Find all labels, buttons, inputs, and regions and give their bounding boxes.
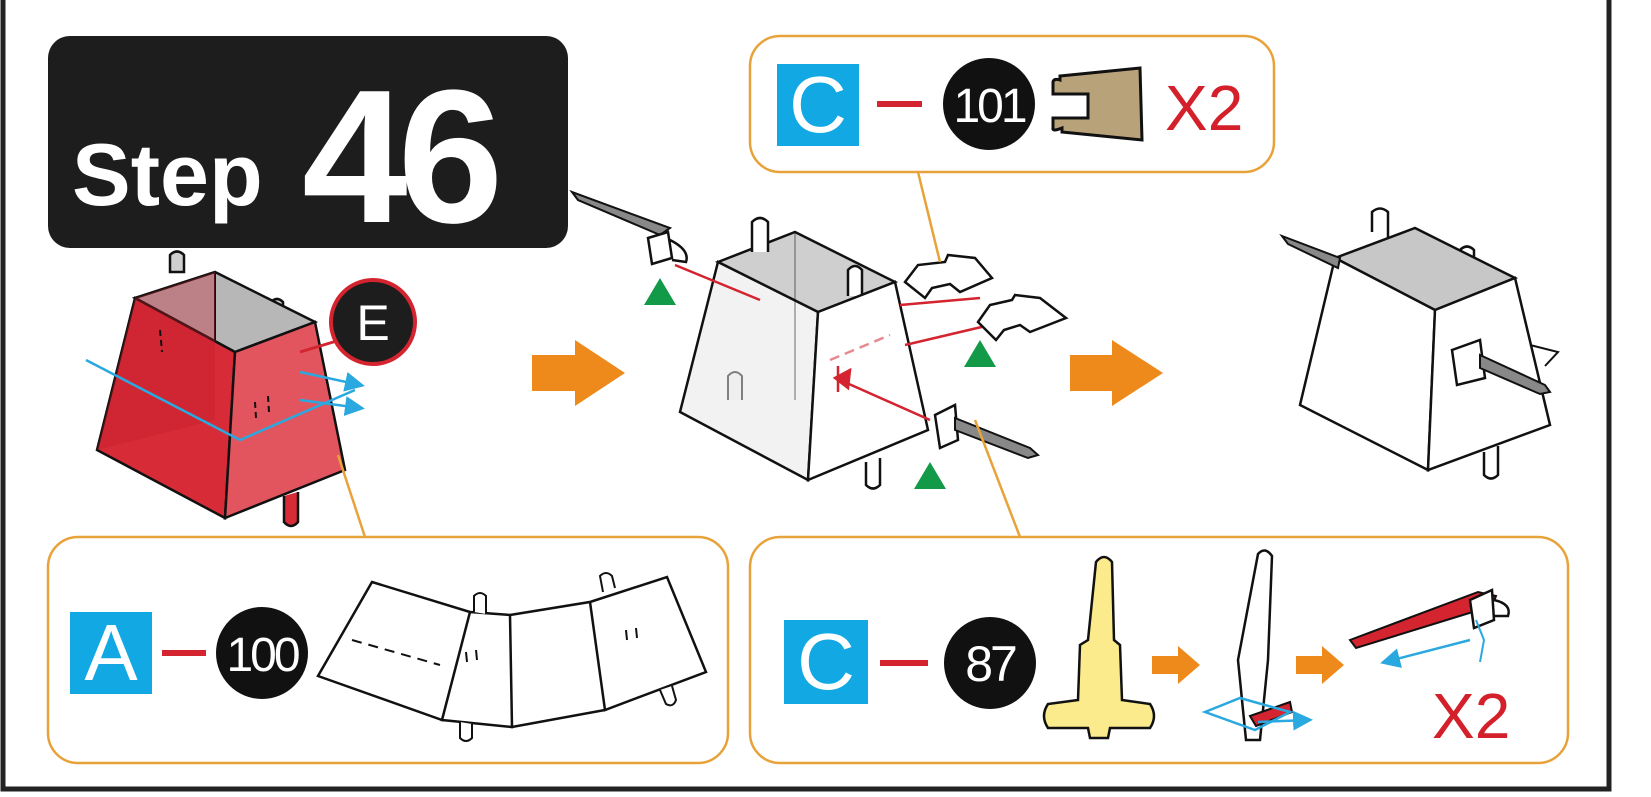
box-tab — [864, 458, 882, 490]
box-tab — [473, 592, 487, 614]
motion-arrow — [299, 396, 365, 416]
step-title: Step 46 — [48, 36, 568, 263]
guide-arrow — [832, 366, 852, 392]
part-number: 87 — [965, 636, 1016, 692]
clip-part-outline — [976, 293, 1069, 342]
callout-E: E — [299, 278, 417, 366]
wing-bracket — [933, 403, 960, 450]
callout-bottom-right: C 87 X2 — [748, 419, 1570, 765]
fold-line — [351, 639, 441, 666]
motion-guide — [1475, 619, 1486, 663]
callout-E-pointer — [299, 338, 341, 354]
quantity-label: X2 — [1165, 72, 1243, 144]
align-triangle-icon — [964, 340, 996, 367]
wing-part — [954, 416, 1041, 460]
box-right-face — [806, 280, 930, 482]
part-number: 101 — [953, 80, 1025, 133]
align-triangle-icon — [914, 462, 946, 489]
wing-part — [1479, 353, 1552, 396]
wing-bracket — [646, 230, 688, 266]
callout-top: C 101 X2 — [748, 34, 1276, 263]
page-frame — [0, 0, 1612, 792]
fold-plane — [1201, 696, 1294, 732]
clip-part-outline — [1529, 344, 1560, 367]
callout-E-badge — [329, 278, 417, 366]
flow-arrow-icon — [1296, 646, 1344, 684]
box-fold-mark — [159, 329, 270, 419]
sheet-badge-letter: C — [797, 617, 855, 706]
callout-top-pointer — [916, 171, 942, 263]
part-number: 100 — [226, 629, 298, 682]
callout-bottom-right-pointer — [973, 419, 1022, 538]
fold-plane — [85, 358, 356, 442]
sheet-badge-letter: A — [84, 608, 138, 697]
quantity-label: X2 — [1432, 680, 1510, 752]
callout-bottom-left: A 100 — [46, 454, 730, 765]
clip-part-outline — [903, 253, 995, 300]
box-tab — [846, 264, 864, 296]
box-tab — [459, 722, 473, 742]
box-inner-shade — [97, 272, 215, 450]
callout-bottom-left-pointer — [336, 454, 367, 538]
part-number-badge-icon — [943, 58, 1035, 150]
box-tab — [168, 250, 186, 274]
box-tab — [659, 685, 678, 707]
wing-part — [1279, 233, 1342, 270]
box-tab — [727, 371, 743, 400]
yellow-part-icon — [1042, 555, 1156, 740]
fold-mark — [465, 627, 638, 663]
flow-arrow-icon — [1152, 646, 1200, 684]
red-box-illustration — [85, 250, 365, 528]
clip-part-icon — [1051, 66, 1144, 142]
callout-E-letter: E — [356, 295, 389, 351]
flow-arrow-icon — [532, 340, 625, 406]
box-tab — [282, 492, 300, 528]
step-number: 46 — [302, 51, 497, 263]
wing-bracket — [1468, 588, 1510, 630]
sheet-badge-icon — [70, 612, 152, 694]
box-tab — [750, 216, 770, 252]
box-tab — [598, 572, 616, 593]
wing-part — [569, 189, 673, 237]
part-number-badge-icon — [944, 617, 1036, 709]
box-tab — [1482, 446, 1500, 480]
motion-arrow — [1257, 710, 1313, 731]
sheet-badge-icon — [784, 620, 868, 704]
guide-line — [829, 333, 891, 362]
guide-line — [674, 263, 991, 422]
wing-bracket — [1450, 338, 1487, 387]
step-word: Step — [72, 125, 263, 224]
sheet-badge-icon — [777, 64, 859, 146]
finished-assembly — [1279, 207, 1560, 480]
motion-arrow — [299, 370, 365, 392]
unfolded-part-icon — [316, 575, 708, 729]
align-triangle-icon — [644, 278, 676, 305]
flow-arrow-icon — [1070, 340, 1163, 406]
motion-arrow — [1380, 638, 1471, 668]
step-title-background — [48, 36, 568, 248]
callout-bottom-right-frame — [748, 535, 1570, 765]
box-tab — [1370, 207, 1390, 238]
part-number-badge-icon — [216, 607, 308, 699]
box-right-face — [1426, 276, 1552, 472]
assembly-illustration — [569, 189, 1069, 490]
sheet-badge-letter: C — [789, 60, 847, 149]
folded-part-icon — [1236, 549, 1274, 742]
